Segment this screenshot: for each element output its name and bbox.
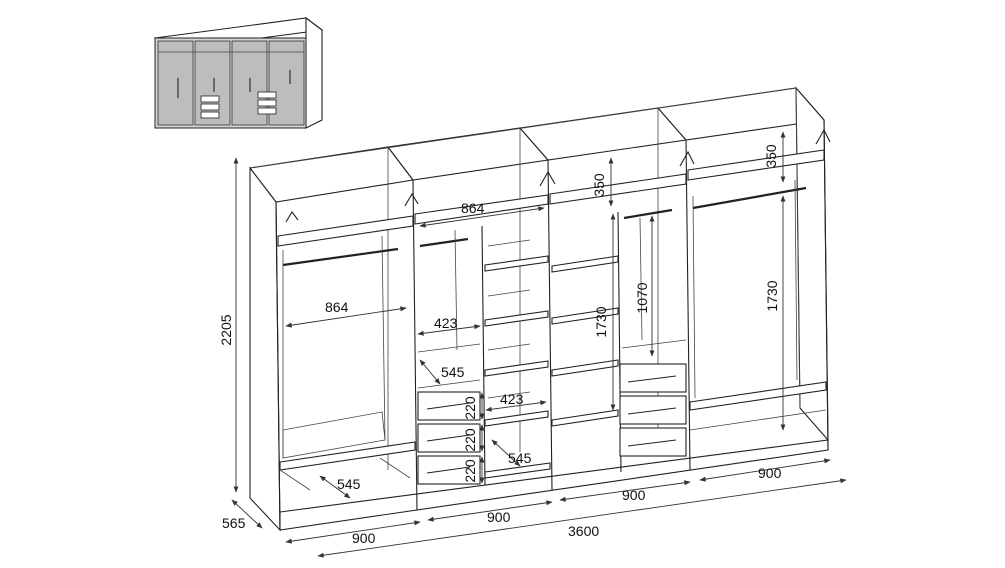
label-total-height: 2205	[218, 314, 234, 345]
label-depth-c: 545	[441, 364, 465, 380]
dimension-labels: 2205 565 900 900 900 900 3600 864 864 35…	[218, 144, 782, 546]
label-module-width-4: 900	[758, 465, 782, 481]
label-depth-b: 545	[508, 450, 532, 466]
label-depth-a: 545	[337, 476, 361, 492]
label-shelf-width-b: 423	[500, 391, 524, 407]
wardrobe-thumbnail	[153, 16, 324, 129]
label-hanging-height-b: 1730	[764, 280, 780, 311]
label-overall-width: 3600	[568, 523, 599, 539]
label-hanging-height-short: 1070	[634, 282, 650, 313]
label-module-width-2: 900	[487, 509, 511, 525]
label-upper-height-a: 350	[591, 173, 607, 197]
dimension-lines	[231, 131, 847, 558]
label-drawer-height-3: 220	[462, 459, 478, 483]
label-module-width-3: 900	[622, 487, 646, 503]
label-inner-width-top: 864	[461, 200, 485, 216]
label-drawer-height-2: 220	[462, 428, 478, 452]
label-shelf-width-a: 423	[434, 315, 458, 331]
label-drawer-height-1: 220	[462, 396, 478, 420]
label-hanging-height-a: 1730	[593, 306, 609, 337]
label-depth: 565	[222, 515, 246, 531]
label-module-width-1: 900	[352, 530, 376, 546]
label-inner-width-left: 864	[325, 299, 349, 315]
label-upper-height-b: 350	[763, 144, 779, 168]
